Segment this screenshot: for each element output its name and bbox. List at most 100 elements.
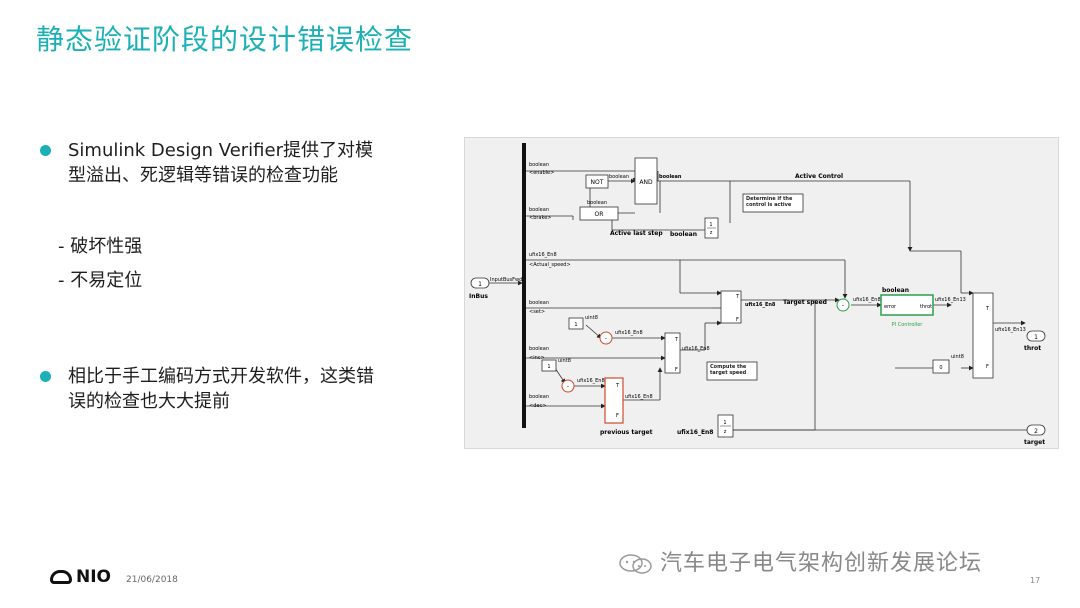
outport-2[interactable] <box>1026 424 1046 436</box>
inport-1-num: 1 <box>478 281 482 288</box>
watermark-text: 汽车电子电气架构创新发展论坛 <box>660 551 983 576</box>
signal-name-label: <set> <box>529 309 545 315</box>
signal-type-label: ufix16_En8 <box>853 297 881 303</box>
sub-bullet: - 破坏性强 <box>58 236 143 257</box>
nio-logo-text: NIO <box>76 567 112 587</box>
nio-logo: NIO <box>50 567 111 587</box>
constant-zero[interactable] <box>932 359 950 374</box>
signal-name-label: <inc> <box>529 355 545 361</box>
signal-name-label: <brake> <box>529 215 551 221</box>
switch-t-label: T <box>615 383 620 389</box>
not-block-label: NOT <box>591 179 604 186</box>
pi-error-port: error <box>884 304 897 310</box>
bullet-item: Simulink Design Verifier提供了对模型溢出、死逻辑等错误的… <box>40 138 380 188</box>
switch-increment[interactable] <box>664 332 681 374</box>
constant-zero-value: 0 <box>939 365 942 371</box>
add-symbol: - <box>567 383 569 390</box>
outport-2-num: 2 <box>1034 428 1038 435</box>
signal-type-label: ufix16_En8 <box>677 429 713 436</box>
switch-decrement[interactable] <box>604 377 624 424</box>
active-last-step-label: Active last step <box>610 230 663 237</box>
signal-type-label: boolean <box>609 174 629 180</box>
pi-controller-label: PI Controller <box>892 322 924 328</box>
active-control-label: Active Control <box>795 173 843 180</box>
signal-type-label: ufix16_En13 <box>995 327 1026 333</box>
signal-type-label: ufix16_En8 <box>745 302 776 308</box>
delay-num: 1 <box>709 222 712 228</box>
switch-f-label: F <box>986 364 989 370</box>
simulink-model-svg: 1 InBus InputBusFwd boolean <enable> boo… <box>469 143 1046 446</box>
signal-name-label: <Actual_speed> <box>529 262 571 268</box>
add-block-2[interactable] <box>561 379 575 393</box>
signal-type-label: ufix16_En8 <box>615 330 643 336</box>
delay-den: z <box>710 230 713 236</box>
or-block[interactable] <box>579 206 619 221</box>
target-speed-label: Target speed <box>783 299 827 306</box>
slide-title: 静态验证阶段的设计错误检查 <box>36 23 414 56</box>
and-block-label: AND <box>639 179 653 186</box>
switch-f-label: F <box>616 413 619 419</box>
switch-throttle[interactable] <box>972 292 994 379</box>
bullet-text: Simulink Design Verifier提供了对模型溢出、死逻辑等错误的… <box>68 140 373 186</box>
signal-type-label: boolean <box>670 231 697 238</box>
switch-t-label: T <box>674 337 679 343</box>
signal-type-label: boolean <box>529 394 549 400</box>
switch-t-label: T <box>985 306 990 312</box>
switch-f-label: F <box>736 317 739 323</box>
switch-1[interactable] <box>720 290 742 324</box>
sum-symbol: - <box>842 302 844 309</box>
footer-date: 21/06/2018 <box>126 575 178 585</box>
add-symbol: - <box>605 335 607 342</box>
signal-type-label: boolean <box>529 162 549 168</box>
signal-type-label: boolean <box>529 300 549 306</box>
signal-name-label: <dec> <box>529 403 546 409</box>
signal-type-label: uint8 <box>558 358 571 364</box>
signal-type-label: boolean <box>659 174 682 180</box>
constant-2[interactable] <box>541 359 557 372</box>
signal-type-label: ufix16_En8 <box>682 346 710 352</box>
delay-den: z <box>724 429 727 435</box>
add-block-1[interactable] <box>599 331 613 345</box>
wechat-icon <box>619 554 652 574</box>
constant-1-value: 1 <box>574 322 577 328</box>
signal-type-label: uint8 <box>951 354 964 360</box>
previous-target-label: previous target <box>600 429 653 436</box>
or-block-label: OR <box>595 211 604 218</box>
signal-type-label: ufix16_En8 <box>577 378 605 384</box>
signal-type-label: uint8 <box>585 315 598 321</box>
and-block[interactable] <box>634 157 658 205</box>
bullet-dot-icon <box>40 371 51 382</box>
signal-type-label: boolean <box>882 287 909 294</box>
bullet-text: 相比于手工编码方式开发软件，这类错误的检查也大大提前 <box>68 366 374 412</box>
outport-1-name: throt <box>1024 345 1041 352</box>
outport-2-name: target <box>1024 439 1045 446</box>
signal-type-label: boolean <box>529 346 549 352</box>
pi-controller-block[interactable] <box>880 294 934 316</box>
page-number: 17 <box>1030 576 1041 585</box>
outport-1[interactable] <box>1026 330 1046 342</box>
note-active-text: Determine if the control is active <box>746 196 793 208</box>
note-compute-text: Compute the target speed <box>710 364 747 376</box>
constant-1[interactable] <box>568 317 584 330</box>
sum-block[interactable] <box>836 298 850 312</box>
signal-type-label: ufix16_En8 <box>529 252 557 258</box>
bus-signal-label: InputBusFwd <box>490 277 522 283</box>
inbus-label: InBus <box>469 293 488 300</box>
signal-type-label: ufix16_En8 <box>625 394 653 400</box>
signal-name-label: <enable> <box>529 170 554 176</box>
switch-t-label: T <box>735 294 740 300</box>
delay-num: 1 <box>723 420 726 426</box>
inport-1[interactable] <box>470 277 490 289</box>
pi-throt-port: throt <box>920 304 932 310</box>
watermark: 汽车电子电气架构创新发展论坛 <box>618 545 982 577</box>
not-block[interactable] <box>585 174 609 189</box>
constant-2-value: 1 <box>547 364 550 370</box>
signal-type-label: boolean <box>587 200 607 206</box>
sub-bullet: - 不易定位 <box>58 270 143 291</box>
note-compute-block <box>706 361 758 381</box>
bullet-dot-icon <box>40 145 51 156</box>
note-active-block <box>742 193 804 213</box>
simulink-diagram: 1 InBus InputBusFwd boolean <enable> boo… <box>464 137 1059 449</box>
outport-1-num: 1 <box>1034 334 1038 341</box>
switch-f-label: F <box>675 367 678 373</box>
